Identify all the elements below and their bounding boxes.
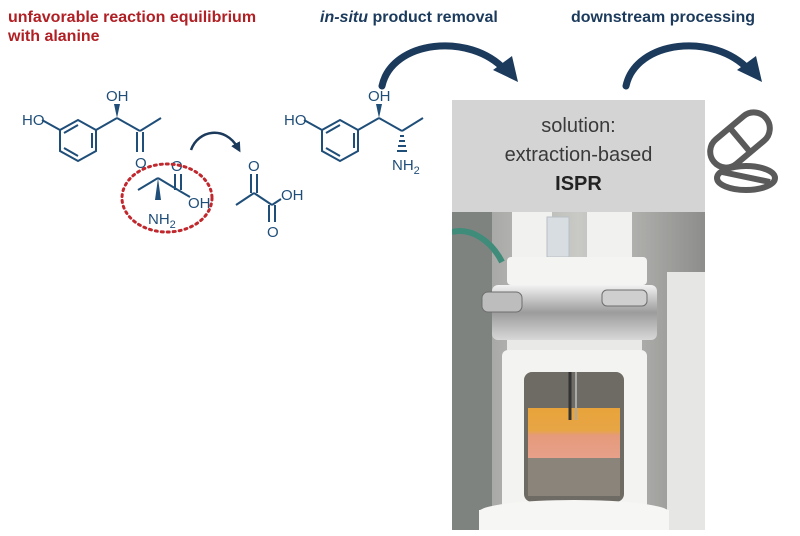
wedge-bond <box>376 104 382 118</box>
problem-title-line1: unfavorable reaction equilibrium <box>8 9 257 26</box>
curved-arrow-head-icon <box>493 56 518 82</box>
solution-box: solution: extraction-based ISPR <box>452 100 705 212</box>
problem-title-line2: with alanine <box>8 28 100 45</box>
pills-icon <box>707 109 778 193</box>
ho-label: HO <box>22 112 45 129</box>
oh-label: OH <box>106 88 129 105</box>
structure-alanine <box>137 174 191 198</box>
o-label: O <box>171 158 183 175</box>
structure-amino-alcohol <box>303 117 424 163</box>
structure-hydroxyketone <box>41 117 162 163</box>
curved-arrow-head-icon <box>737 56 762 82</box>
nh2-label: NH2 <box>392 157 420 177</box>
solution-line1: solution: <box>541 115 616 137</box>
problem-title: unfavorable reaction equilibrium with al… <box>8 8 256 46</box>
ho-label: HO <box>284 112 307 129</box>
small-curved-arrow-icon <box>189 131 241 153</box>
o-label: O <box>135 155 147 172</box>
nh2-label: NH2 <box>148 211 176 231</box>
curved-arrow-icon <box>622 42 753 90</box>
curved-arrow-icon <box>378 42 509 90</box>
reactor-photo <box>452 212 705 530</box>
structure-pyruvate <box>235 174 282 222</box>
removal-title-italic: in-situ <box>320 9 368 26</box>
downstream-title: downstream processing <box>571 9 756 26</box>
o-label: O <box>267 224 279 241</box>
solution-line2: extraction-based <box>504 144 653 166</box>
hashed-bond <box>397 135 407 152</box>
solution-line3: ISPR <box>555 173 602 195</box>
oh-label: OH <box>188 195 211 212</box>
oh-label: OH <box>281 187 304 204</box>
o-label: O <box>248 158 260 175</box>
wedge-bond <box>155 178 161 200</box>
oh-label: OH <box>368 88 391 105</box>
wedge-bond <box>114 104 120 118</box>
removal-title-rest: product removal <box>368 9 498 26</box>
removal-title: in-situ product removal <box>320 8 498 27</box>
alanine-highlight-circle <box>120 162 214 234</box>
